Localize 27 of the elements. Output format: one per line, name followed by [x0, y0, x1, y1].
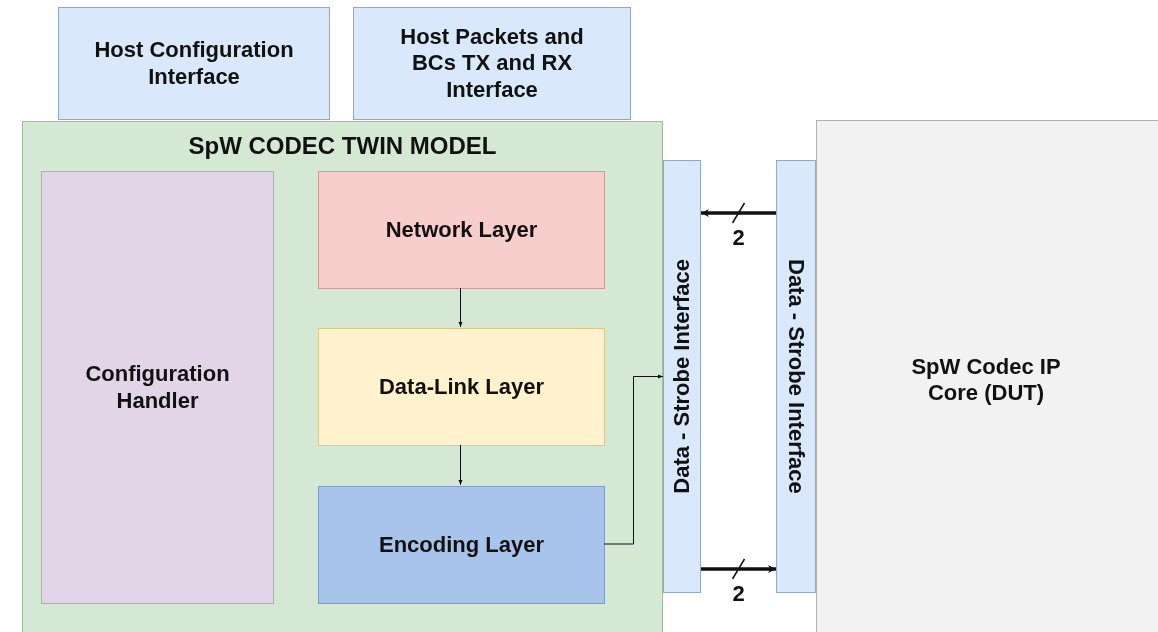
- interface-bar: [776, 160, 816, 593]
- edge-label: 2: [732, 583, 745, 605]
- box-label: Data-Link Layer: [378, 373, 545, 401]
- bus-arrow: [701, 202, 776, 224]
- edge-label: 2: [732, 227, 745, 249]
- dut-box: [816, 120, 1158, 632]
- box-label: Host Configuration Interface: [93, 37, 295, 90]
- layer-box: [318, 328, 605, 446]
- interface-box: [353, 7, 631, 120]
- handler-box: [41, 171, 274, 604]
- box-label: Configuration Handler: [84, 361, 231, 414]
- box-label: Data - Strobe Interface: [668, 259, 695, 494]
- container-title: SpW CODEC TWIN MODEL: [187, 132, 498, 161]
- box-label: SpW Codec IP Core (DUT): [911, 353, 1061, 407]
- layer-box: [318, 171, 605, 289]
- interface-box: [58, 7, 330, 120]
- box-label: Encoding Layer: [378, 531, 544, 559]
- box-label: Host Packets and BCs TX and RX Interface: [399, 23, 585, 104]
- layer-box: [318, 486, 605, 604]
- bus-arrow: [701, 558, 776, 580]
- arrow: [458, 287, 463, 328]
- model-container: [22, 121, 663, 632]
- interface-bar: [663, 160, 701, 593]
- arrow: [603, 374, 664, 545]
- box-label: Data - Strobe Interface: [783, 259, 810, 494]
- box-label: Network Layer: [385, 216, 538, 244]
- arrow: [458, 444, 463, 486]
